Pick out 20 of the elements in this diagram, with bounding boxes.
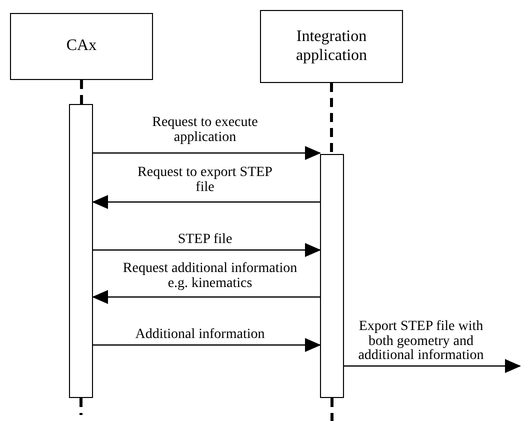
participant-label: Integration application — [294, 28, 368, 65]
message-arrow — [344, 359, 521, 373]
edge-label: Request additional information e.g. kinematics — [122, 262, 298, 292]
message-arrow — [92, 195, 320, 209]
message-arrow — [93, 243, 321, 257]
lifeline — [80, 80, 83, 104]
edge-label: Request to export STEP file — [136, 166, 274, 196]
participant-box — [10, 13, 153, 80]
lifeline — [330, 83, 333, 154]
edge-label: Request to execute application — [151, 116, 259, 146]
message-arrow — [93, 338, 321, 352]
message-arrow — [92, 290, 320, 304]
activation-bar — [69, 104, 93, 398]
participant-box — [260, 10, 403, 83]
activation-bar — [320, 154, 344, 398]
edge-label: Export STEP file with both geometry and additional information — [357, 320, 485, 364]
edge-label: Additional information — [134, 328, 266, 343]
participant-label: CAx — [66, 37, 97, 56]
edge-label: STEP file — [176, 233, 234, 248]
message-arrow — [93, 146, 321, 160]
